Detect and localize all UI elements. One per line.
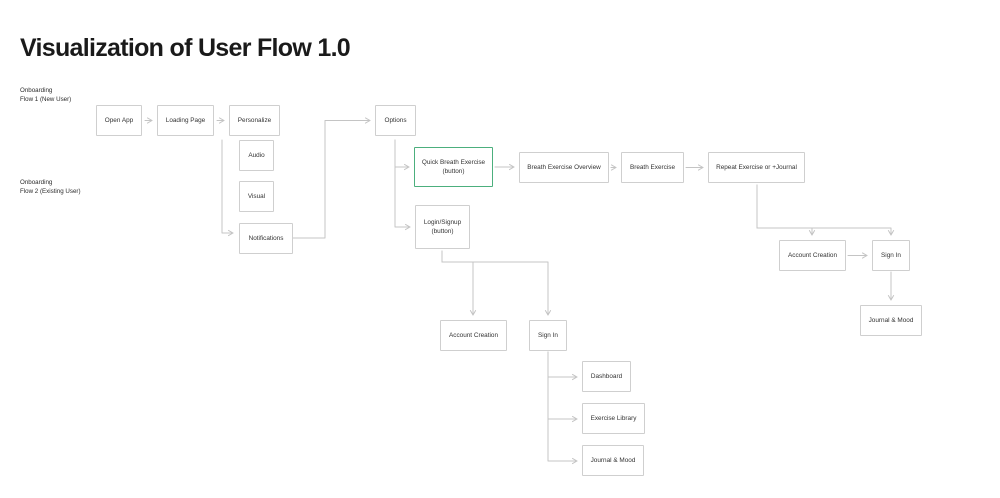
page-title: Visualization of User Flow 1.0: [20, 34, 351, 62]
node-exercise-library[interactable]: Exercise Library: [582, 403, 645, 434]
node-account-creation-right[interactable]: Account Creation: [779, 240, 846, 271]
node-open-app[interactable]: Open App: [96, 105, 142, 136]
arrowhead-account-creation-right: [808, 230, 816, 236]
edge-notifications-to-options: [292, 120, 371, 239]
edge-options-to-quick-breath-exercise: [394, 139, 410, 168]
edge-sign-in-bottom-to-exercise-library: [547, 351, 578, 420]
node-account-creation-bottom[interactable]: Account Creation: [440, 320, 507, 351]
node-quick-breath-exercise[interactable]: Quick Breath Exercise (button): [414, 147, 493, 187]
node-options[interactable]: Options: [375, 105, 416, 136]
node-login-signup[interactable]: Login/Signup (button): [415, 205, 470, 249]
arrowhead-breath-exercise-overview: [509, 163, 515, 171]
arrowhead-breath-exercise: [611, 164, 617, 171]
edge-personalize-to-notifications: [221, 139, 234, 234]
arrowhead-sign-in-right: [862, 252, 868, 259]
node-personalize[interactable]: Personalize: [229, 105, 280, 136]
arrowhead-sign-in-right: [887, 230, 895, 236]
arrowhead-personalize: [219, 117, 225, 124]
edge-options-to-login-signup: [394, 139, 411, 228]
edge-login-signup-to-account-creation-bottom: [441, 250, 474, 316]
edge-repeat-exercise-to-account-creation-right: [756, 184, 813, 236]
node-journal-mood-bottom[interactable]: Journal & Mood: [582, 445, 644, 476]
node-loading-page[interactable]: Loading Page: [157, 105, 214, 136]
arrowhead-sign-in-bottom: [544, 310, 552, 316]
node-journal-mood-right[interactable]: Journal & Mood: [860, 305, 922, 336]
arrowhead-journal-mood-bottom: [572, 457, 578, 465]
node-breath-exercise-overview[interactable]: Breath Exercise Overview: [519, 152, 609, 183]
node-sign-in-right[interactable]: Sign In: [872, 240, 910, 271]
node-audio[interactable]: Audio: [239, 140, 274, 171]
node-sign-in-bottom[interactable]: Sign In: [529, 320, 567, 351]
edge-repeat-exercise-to-sign-in-right: [756, 184, 892, 236]
node-notifications[interactable]: Notifications: [239, 223, 293, 254]
arrowhead-exercise-library: [572, 415, 578, 423]
arrowhead-journal-mood-right: [887, 295, 895, 301]
arrowhead-options: [365, 117, 371, 124]
arrowhead-quick-breath-exercise: [404, 163, 410, 171]
node-dashboard[interactable]: Dashboard: [582, 361, 631, 392]
flow-1-label: Onboarding Flow 1 (New User): [20, 87, 72, 103]
flow-2-label: Onboarding Flow 2 (Existing User): [20, 179, 81, 195]
node-visual[interactable]: Visual: [239, 181, 274, 212]
edge-sign-in-bottom-to-journal-mood-bottom: [547, 351, 578, 462]
arrowhead-notifications: [228, 229, 234, 237]
edge-sign-in-bottom-to-dashboard: [547, 351, 578, 378]
arrowhead-account-creation-bottom: [469, 310, 477, 316]
edge-login-signup-to-sign-in-bottom: [441, 250, 549, 316]
arrowhead-repeat-exercise: [698, 164, 704, 171]
arrowhead-dashboard: [572, 373, 578, 381]
node-breath-exercise[interactable]: Breath Exercise: [621, 152, 684, 183]
arrowhead-login-signup: [405, 223, 411, 231]
arrowhead-loading-page: [147, 117, 153, 124]
node-repeat-exercise[interactable]: Repeat Exercise or +Journal: [708, 152, 805, 183]
